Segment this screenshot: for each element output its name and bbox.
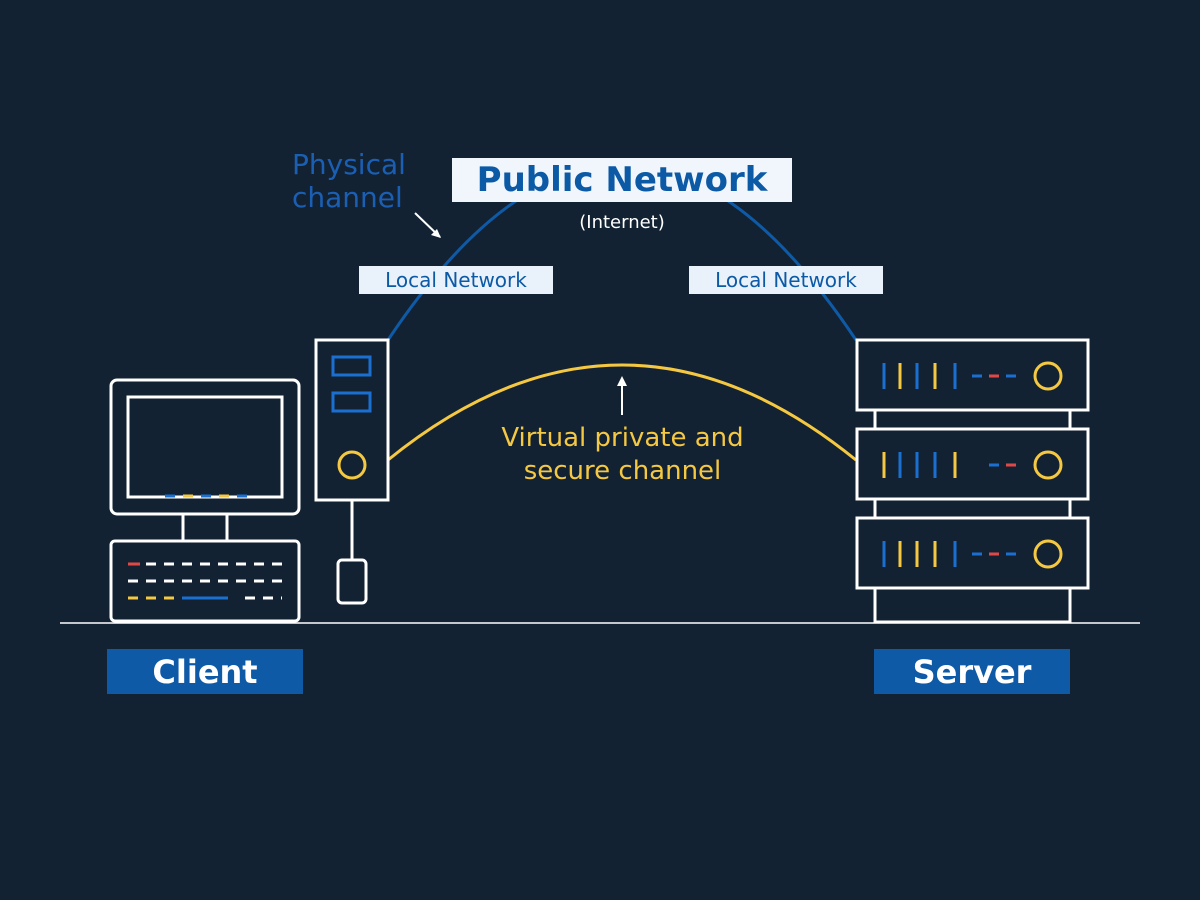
physical-channel-arrow [414,212,441,238]
mouse-icon [336,500,368,605]
keyboard-icon [109,539,301,623]
internet-subtitle: (Internet) [579,212,665,233]
local-network-right-label: Local Network [689,266,883,294]
virtual-channel-line-2: secure channel [523,456,722,486]
virtual-channel-line-1: Virtual private and [501,423,744,453]
virtual-channel-label: Virtual private and secure channel [460,422,785,488]
virtual-channel-arrow [617,376,627,415]
virtual-channel-arc [387,363,857,462]
server-rack-icon [855,338,1090,624]
server-label: Server [874,649,1070,694]
physical-channel-label: Physical channel [292,148,406,214]
public-network-title: Public Network [452,158,792,202]
tower-pc-icon [314,338,390,502]
physical-channel-line-2: channel [292,181,403,214]
desktop-computer-icon [109,378,301,543]
client-label: Client [107,649,303,694]
physical-channel-line-1: Physical [292,148,406,181]
local-network-left-label: Local Network [359,266,553,294]
